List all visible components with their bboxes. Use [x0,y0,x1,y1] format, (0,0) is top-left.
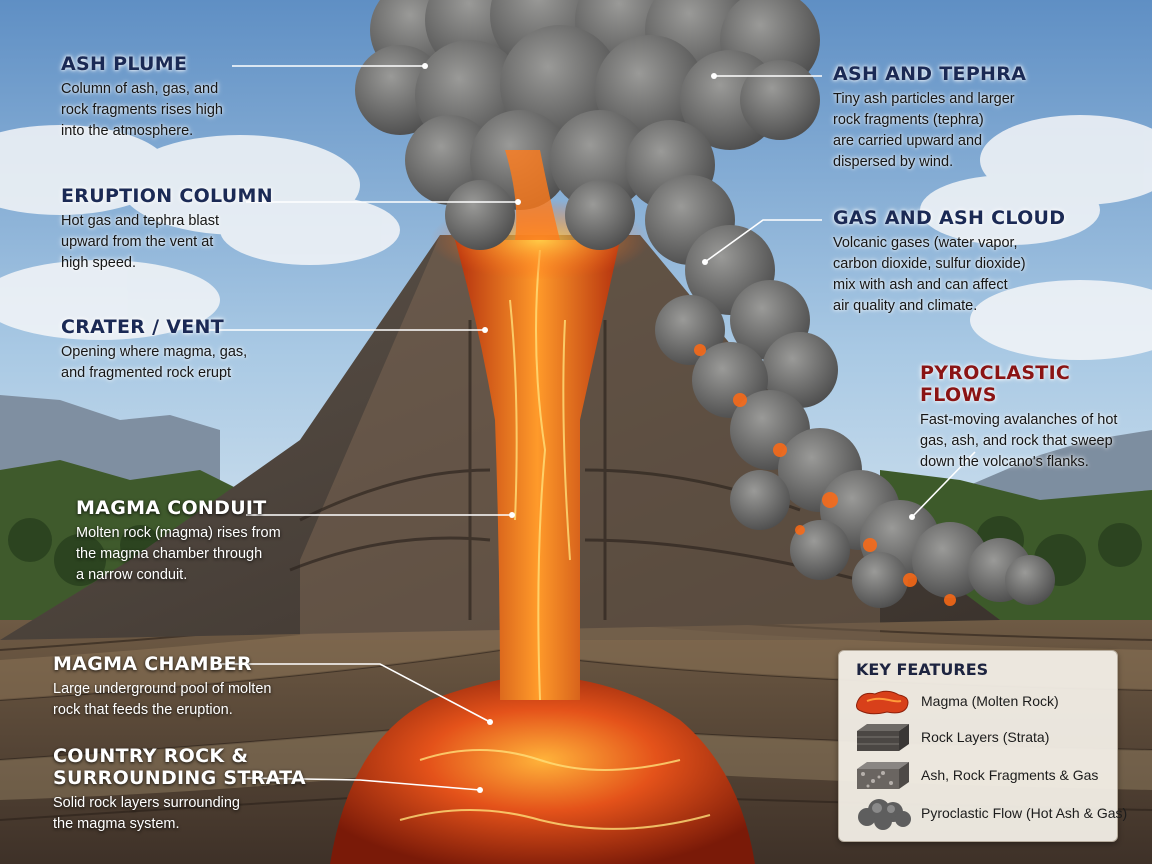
pyroclastic-flows-title: PYROCLASTIC FLOWS [920,362,1071,406]
legend-item-magma: Magma (Molten Rock) [853,685,1115,719]
legend-label: Magma (Molten Rock) [921,693,1059,709]
magma-conduit-desc-line: a narrow conduit. [76,567,188,583]
ash-fragments-icon [857,762,909,789]
label-country-rock: COUNTRY ROCK & SURROUNDING STRATA Solid … [53,745,306,835]
ash-plume-desc-line: rock fragments rises high [61,102,223,118]
ash-plume-desc-line: into the atmosphere. [61,123,194,139]
ash-tephra-desc-line: Tiny ash particles and larger [833,91,1015,107]
gas-ash-cloud-desc-line: carbon dioxide, sulfur dioxide) [833,256,1026,272]
ash-tephra-desc-line: dispersed by wind. [833,154,954,170]
magma-chamber-title: MAGMA CHAMBER [53,653,252,675]
pyroclastic-cloud-icon [858,799,911,830]
legend-item-rock-layers: Rock Layers (Strata) [853,721,1115,755]
label-magma-conduit: MAGMA CONDUIT Molten rock (magma) rises … [76,497,281,586]
legend-item-pyroclastic: Pyroclastic Flow (Hot Ash & Gas) [853,797,1127,831]
label-gas-ash-cloud: GAS AND ASH CLOUD Volcanic gases (water … [833,207,1065,317]
gas-ash-cloud-desc-line: mix with ash and can affect [833,277,1008,293]
label-eruption-column: ERUPTION COLUMN Hot gas and tephra blast… [61,185,273,274]
magma-swatch-icon [856,690,909,715]
legend-label: Pyroclastic Flow (Hot Ash & Gas) [921,805,1128,821]
pyroclastic-flows-desc-line: gas, ash, and rock that sweep [920,433,1113,449]
country-rock-desc-line: the magma system. [53,816,180,832]
country-rock-title-line2: SURROUNDING STRATA [53,767,306,789]
pyroclastic-flows-desc-line: Fast-moving avalanches of hot [920,412,1118,428]
leader-magma-chamber [218,663,491,723]
crater-vent-title: CRATER / VENT [61,316,224,338]
gas-ash-cloud-desc-line: air quality and climate. [833,298,978,314]
label-pyroclastic-flows: PYROCLASTIC FLOWS Fast-moving avalanches… [920,362,1152,473]
magma-conduit-title: MAGMA CONDUIT [76,497,267,519]
legend-item-ash-fragments: Ash, Rock Fragments & Gas [853,759,1115,793]
eruption-column-desc-line: high speed. [61,255,136,271]
pyroclastic-flows-desc-line: down the volcano's flanks. [920,454,1089,470]
label-ash-tephra: ASH AND TEPHRA Tiny ash particles and la… [833,63,1026,173]
legend-label: Rock Layers (Strata) [921,729,1050,745]
leader-country-rock [246,777,481,791]
gas-ash-cloud-desc-line: Volcanic gases (water vapor, [833,235,1018,251]
ash-tephra-title: ASH AND TEPHRA [833,63,1027,85]
crater-vent-desc-line: and fragmented rock erupt [61,365,232,381]
ash-plume-title: ASH PLUME [61,53,188,75]
label-magma-chamber: MAGMA CHAMBER Large underground pool of … [53,653,271,721]
country-rock-title-line1: COUNTRY ROCK & [53,745,249,767]
leader-gas-ash-cloud [704,219,822,263]
crater-vent-desc-line: Opening where magma, gas, [61,344,248,360]
key-features-legend: KEY FEATURES Magma (Molten Rock) Rock La… [838,650,1127,842]
country-rock-desc-line: Solid rock layers surrounding [53,795,240,811]
eruption-column-desc-line: upward from the vent at [61,234,214,250]
eruption-column-title: ERUPTION COLUMN [61,185,273,207]
ash-tephra-desc-line: are carried upward and [833,133,983,149]
ash-plume-desc-line: Column of ash, gas, and [61,81,219,97]
leader-pyroclastic [911,451,976,518]
magma-chamber-desc-line: Large underground pool of molten [53,681,272,697]
magma-conduit-desc-line: the magma chamber through [76,546,263,562]
gas-ash-cloud-title: GAS AND ASH CLOUD [833,207,1066,229]
eruption-column-desc-line: Hot gas and tephra blast [61,213,219,229]
rock-layers-icon [857,724,909,751]
magma-conduit-desc-line: Molten rock (magma) rises from [76,525,281,541]
legend-label: Ash, Rock Fragments & Gas [921,767,1099,783]
label-crater-vent: CRATER / VENT Opening where magma, gas, … [61,316,247,384]
label-ash-plume: ASH PLUME Column of ash, gas, and rock f… [61,53,223,142]
ash-tephra-desc-line: rock fragments (tephra) [833,112,984,128]
magma-chamber-desc-line: rock that feeds the eruption. [53,702,233,718]
legend-title: KEY FEATURES [856,660,989,679]
